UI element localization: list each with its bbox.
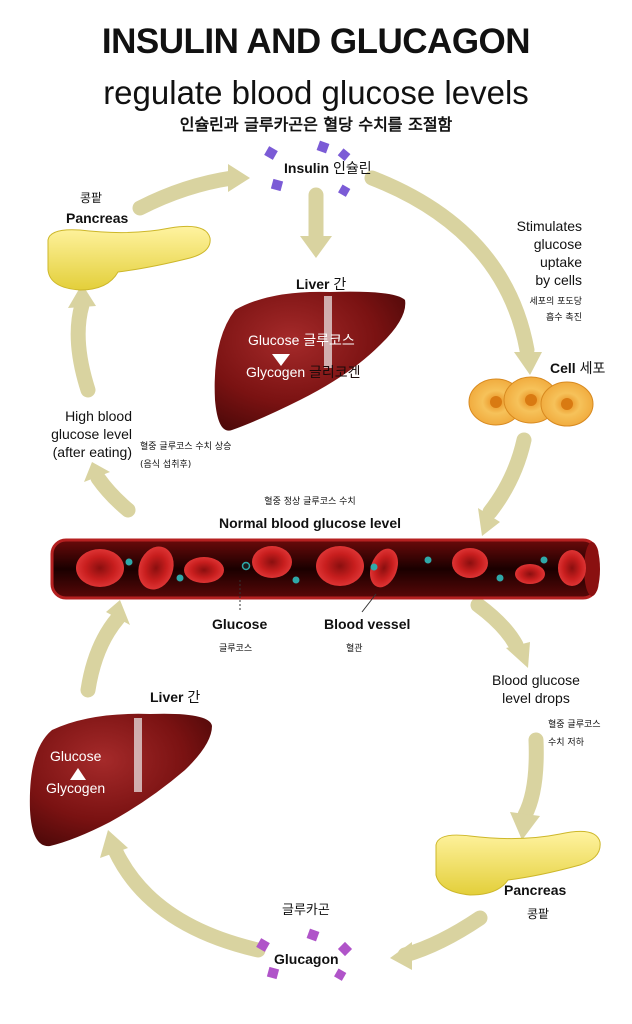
liver-bottom-up-arrow <box>70 768 86 780</box>
cycle-arrows <box>70 170 544 963</box>
liver-top-down-arrow <box>272 354 290 366</box>
liver-top-ko: 간 <box>333 277 347 293</box>
vessel-label-en: Blood vessel <box>324 616 411 632</box>
cell-label: Cell 세포 <box>550 360 605 377</box>
stimulates-ko1: 세포의 포도당 <box>529 297 582 307</box>
liver-bottom-label: Liver 간 <box>150 689 200 706</box>
glucagon-label-en: Glucagon <box>274 951 339 967</box>
stimulates-line2: glucose <box>533 236 582 252</box>
arrow-glucagon-to-liver <box>107 842 266 958</box>
liver-top-shape <box>214 291 406 431</box>
vessel-label-ko: 혈관 <box>346 644 363 654</box>
cell-cluster <box>468 376 594 427</box>
blood-vessel <box>50 538 600 600</box>
pancreas-top-ko: 콩팥 <box>80 191 103 205</box>
glucose-dots <box>125 556 548 584</box>
stimulates-line3: uptake <box>539 254 582 270</box>
liver-top-glucose-ko: 글루코스 <box>303 333 355 349</box>
liver-top-label: Liver 간 <box>296 276 346 293</box>
liver-top-glycogen-ko: 글리코겐 <box>309 365 361 381</box>
liver-top-glycogen: Glycogen 글리코겐 <box>246 364 361 381</box>
stimulates-line4: by cells <box>535 272 582 288</box>
normal-level-en: Normal blood glucose level <box>218 515 402 531</box>
high-blood-line2: glucose level <box>51 426 132 442</box>
liver-top-glycogen-en: Glycogen <box>246 364 306 380</box>
stimulates-line1: Stimulates <box>516 218 582 234</box>
insulin-label: Insulin 인슐린 <box>284 160 372 177</box>
liver-top-ligament <box>324 296 332 368</box>
liver-bottom-ko: 간 <box>187 690 201 706</box>
arrow-vessel-to-drops <box>470 597 524 653</box>
insulin-label-ko: 인슐린 <box>333 161 372 177</box>
arrow-drops-to-pancreas <box>517 732 544 823</box>
arrowheads <box>68 164 542 970</box>
liver-top-en: Liver <box>296 276 330 292</box>
high-blood-ko2: (음식 섭취후) <box>140 460 192 470</box>
page-subtitle: regulate blood glucose levels <box>103 74 529 111</box>
pancreas-bottom-ko: 콩팥 <box>527 907 550 921</box>
page-title: INSULIN AND GLUCAGON <box>101 22 531 61</box>
page-subtitle-korean: 인슐린과 글루카곤은 혈당 수치를 조절함 <box>179 115 453 134</box>
liver-top-glucose-en: Glucose <box>248 332 300 348</box>
arrow-pancreas-to-insulin <box>132 170 240 216</box>
glucose-label-en: Glucose <box>212 616 268 632</box>
high-blood-ko1: 혈중 글루코스 수치 상승 <box>140 442 232 452</box>
arrow-cell-to-vessel <box>482 432 532 520</box>
insulin-label-en: Insulin <box>284 160 330 176</box>
pancreas-bottom-shape <box>435 830 601 896</box>
cell-label-ko: 세포 <box>579 361 606 377</box>
pancreas-bottom-en: Pancreas <box>504 882 567 898</box>
glucagon-label-ko: 글루카곤 <box>282 903 330 918</box>
arrow-insulin-to-cell <box>364 170 535 358</box>
drops-ko1: 혈중 글루코스 <box>548 720 601 730</box>
glucagon-crystals <box>256 928 353 981</box>
insulin-crystals <box>264 140 351 197</box>
liver-bottom-glucose: Glucose <box>50 748 102 764</box>
pancreas-top-shape <box>47 225 211 291</box>
drops-line1: Blood glucose <box>492 672 580 688</box>
high-blood-line1: High blood <box>65 408 132 424</box>
arrow-pancreas-to-glucagon <box>397 910 488 963</box>
liver-bottom-glycogen: Glycogen <box>46 780 106 796</box>
cell-label-en: Cell <box>550 360 576 376</box>
liver-bottom-en: Liver <box>150 689 184 705</box>
arrow-liver-to-vessel <box>80 610 126 698</box>
liver-bottom-shape <box>29 713 212 847</box>
pancreas-top-en: Pancreas <box>66 210 129 226</box>
liver-bottom-ligament <box>134 718 142 792</box>
drops-ko2: 수치 저하 <box>548 738 584 748</box>
high-blood-line3: (after eating) <box>52 444 132 460</box>
arrow-vessel-to-high <box>90 470 136 518</box>
glucose-label-ko: 글루코스 <box>219 644 253 654</box>
red-blood-cells <box>76 546 586 590</box>
normal-level-ko: 혈중 정상 글루코스 수치 <box>264 497 356 507</box>
arrow-high-to-pancreas <box>70 297 96 398</box>
vessel-pointer-line <box>361 593 377 613</box>
drops-line2: level drops <box>502 690 570 706</box>
stimulates-ko2: 흡수 촉진 <box>546 313 582 323</box>
liver-top-glucose: Glucose 글루코스 <box>248 332 355 349</box>
